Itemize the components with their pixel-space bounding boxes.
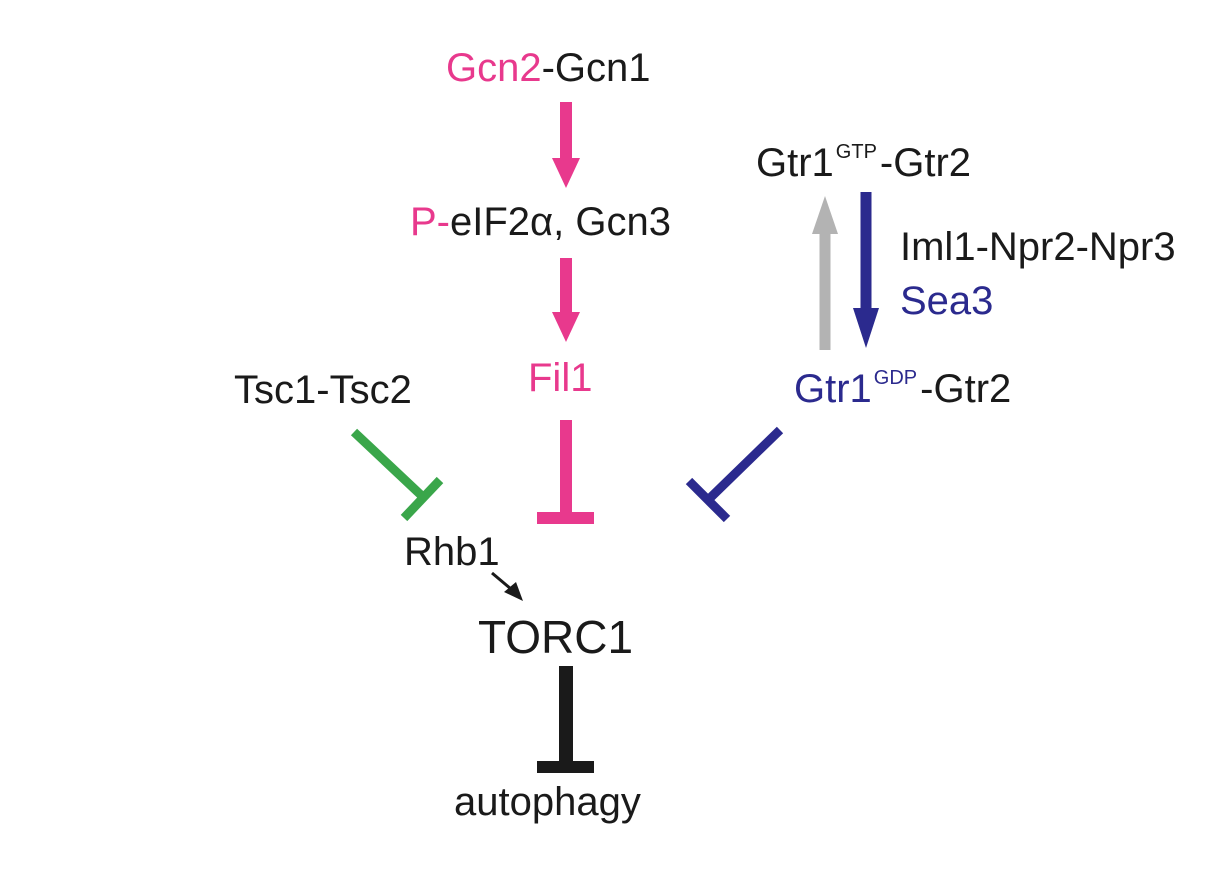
gtr2-gdp-rest: -Gtr2: [920, 367, 1012, 411]
arrow-gtp-to-gdp: [853, 192, 879, 348]
inhibit-tsc-bar: [400, 476, 444, 522]
sea3-label: Sea3: [900, 279, 994, 323]
arrow-gcn2-to-eif2: [552, 102, 580, 188]
arrow-rhb1-to-torc1-head: [504, 582, 523, 601]
gdp-superscript: GDP: [873, 367, 918, 389]
arrow-rhb1-to-torc1: [491, 571, 523, 601]
gtr1-gdp-main: Gtr1: [794, 367, 872, 411]
inhibit-tsc-stem: [350, 428, 426, 500]
arrow-gcn2-to-eif2-head: [552, 158, 580, 188]
arrow-eif2-to-fil1-head: [552, 312, 580, 342]
inhibit-gtr-bar: [685, 477, 731, 523]
eif2-gcn3-label: eIF2α, Gcn3: [450, 200, 671, 244]
iml1-npr-label: Iml1-Npr2-Npr3: [900, 225, 1176, 269]
inhibit-gtr-to-torc1: [685, 426, 784, 523]
gtp-superscript: GTP: [835, 141, 877, 163]
node-gcn2-gcn1: Gcn2-Gcn1: [446, 48, 651, 88]
gtr1-gtp-main: Gtr1: [756, 141, 834, 185]
gcn2-label: Gcn2: [446, 46, 542, 90]
node-iml1-complex: Iml1-Npr2-Npr3 Sea3: [900, 220, 1176, 328]
gcn1-label: -Gcn1: [541, 46, 651, 90]
inhibit-torc1-to-autophagy: [537, 666, 594, 773]
inhibit-tsc-to-rhb1: [350, 428, 444, 522]
node-torc1: TORC1: [478, 611, 634, 663]
gtr2-gtp-rest: -Gtr2: [879, 141, 972, 185]
arrow-gdp-to-gtp: [812, 196, 838, 350]
node-rhb1: Rhb1: [404, 530, 500, 574]
arrow-rhb1-to-torc1-shaft: [491, 571, 512, 591]
node-autophagy: autophagy: [454, 780, 641, 824]
inhibit-fil1-to-torc1: [537, 420, 594, 524]
node-fil1: Fil1: [528, 356, 593, 400]
node-eif2: P-eIF2α, Gcn3: [410, 202, 671, 242]
arrow-gdp-to-gtp-head: [812, 196, 838, 234]
node-tsc1-tsc2: Tsc1-Tsc2: [234, 368, 412, 412]
arrow-eif2-to-fil1: [552, 258, 580, 342]
phospho-label: P-: [410, 200, 450, 244]
arrow-gtp-to-gdp-head: [853, 308, 879, 348]
inhibit-gtr-stem: [704, 426, 784, 504]
